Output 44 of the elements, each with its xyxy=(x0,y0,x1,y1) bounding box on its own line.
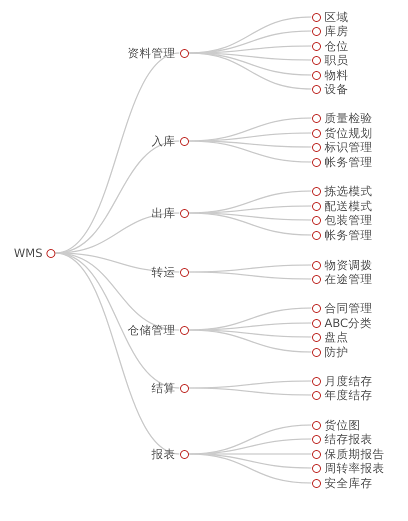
tree-branch xyxy=(188,271,312,280)
node-label: 在途管理 xyxy=(324,272,372,286)
node-label: 标识管理 xyxy=(324,140,372,154)
node-label: 拣选模式 xyxy=(324,184,372,198)
tree-branch xyxy=(188,453,312,484)
node-label: 职员 xyxy=(324,53,348,67)
node-label: 帐务管理 xyxy=(324,155,372,169)
node-label: 库房 xyxy=(324,24,348,38)
node-label: 防护 xyxy=(324,345,348,359)
node-label: 出库 xyxy=(152,206,176,220)
tree-branch xyxy=(188,16,312,54)
node-label: 设备 xyxy=(324,82,348,96)
node-label: 货位规划 xyxy=(324,126,372,140)
tree-branch xyxy=(188,52,312,90)
node-label: ABC分类 xyxy=(324,316,372,330)
node-label: 合同管理 xyxy=(324,301,372,315)
node-label: 转运 xyxy=(152,265,176,279)
node-label: 年度结存 xyxy=(324,388,372,402)
tree-branch xyxy=(55,140,180,254)
node-label: 帐务管理 xyxy=(324,228,372,242)
node-label: 结存报表 xyxy=(324,432,372,446)
tree-branch xyxy=(188,329,312,353)
node-label: 货位图 xyxy=(324,418,360,432)
node-label: 资料管理 xyxy=(128,46,176,60)
tree-branch xyxy=(188,140,312,163)
tree-branch xyxy=(188,387,312,396)
node-label: 结算 xyxy=(152,381,176,395)
node-label: 安全库存 xyxy=(324,476,372,490)
node-label: 包装管理 xyxy=(324,213,372,227)
node-label: 盘点 xyxy=(324,330,348,344)
node-label: 周转率报表 xyxy=(324,461,384,475)
node-label: 入库 xyxy=(152,134,176,148)
tree-branch xyxy=(188,212,312,236)
node-label: WMS xyxy=(14,246,42,260)
node-label: 物料 xyxy=(324,68,348,82)
node-label: 配送模式 xyxy=(324,199,372,213)
node-label: 区域 xyxy=(324,10,348,24)
node-label: 仓储管理 xyxy=(128,323,176,337)
node-label: 保质期报告 xyxy=(324,447,384,461)
node-label: 质量检验 xyxy=(324,111,372,125)
node-label: 月度结存 xyxy=(324,374,372,388)
node-label: 报表 xyxy=(152,447,176,461)
node-label: 物资调拨 xyxy=(324,258,372,272)
node-label: 仓位 xyxy=(324,39,348,53)
